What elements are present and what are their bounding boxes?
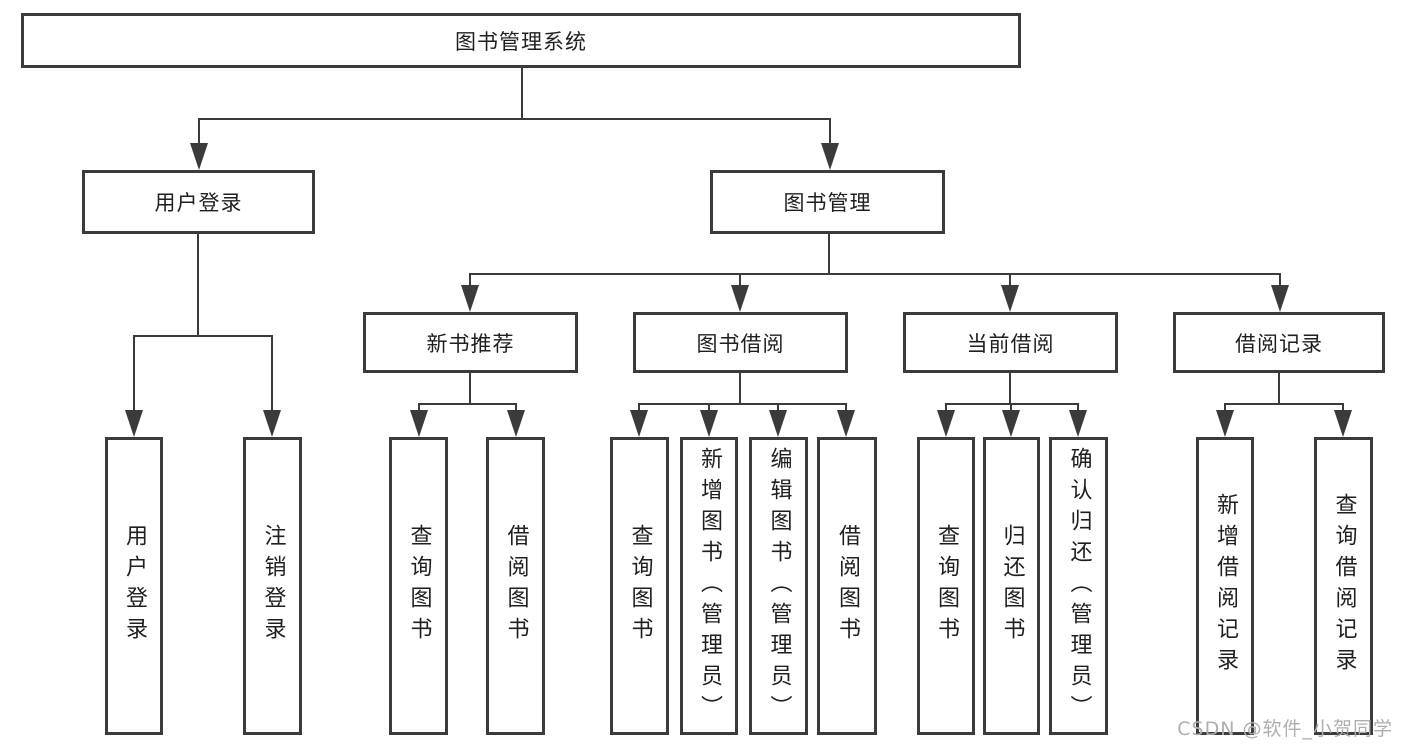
leaf-logout: 注销登录 xyxy=(243,437,302,735)
node-label: 注销登录 xyxy=(260,524,286,648)
node-user-login: 用户登录 xyxy=(82,170,315,234)
node-label: 查询借阅记录 xyxy=(1331,493,1357,679)
leaf-query-borrow-record: 查询借阅记录 xyxy=(1314,437,1373,735)
connector-line xyxy=(1010,403,1012,415)
node-label: 用户登录 xyxy=(122,524,147,648)
arrowhead-down-icon xyxy=(1002,410,1020,437)
arrowhead-down-icon xyxy=(1216,410,1234,437)
arrowhead-down-icon xyxy=(731,285,749,312)
connector-line xyxy=(469,273,471,291)
arrowhead-down-icon xyxy=(190,143,208,170)
arrowhead-down-icon xyxy=(1069,410,1087,437)
connector-line xyxy=(133,335,273,337)
node-label: 当前借阅 xyxy=(966,331,1055,356)
connector-line xyxy=(469,273,1281,275)
connector-line xyxy=(133,335,135,413)
node-label: 查询图书 xyxy=(934,524,959,648)
leaf-query-books-borrowing: 查询图书 xyxy=(610,437,669,735)
leaf-return-books: 归还图书 xyxy=(983,437,1040,735)
leaf-borrow-books: 借阅图书 xyxy=(817,437,877,735)
connector-line xyxy=(708,403,710,415)
leaf-borrow-books-recommend: 借阅图书 xyxy=(486,437,545,735)
leaf-confirm-return-admin: 确认归还（管理员） xyxy=(1049,437,1108,735)
node-label: 编辑图书（管理员） xyxy=(766,446,792,726)
connector-line xyxy=(829,118,831,150)
node-label: 查询图书 xyxy=(406,524,432,648)
node-label: 借阅图书 xyxy=(835,524,860,648)
arrowhead-down-icon xyxy=(769,410,787,437)
connector-line xyxy=(515,403,517,415)
connector-line xyxy=(1279,273,1281,291)
arrowhead-down-icon xyxy=(1271,285,1289,312)
connector-line xyxy=(271,335,273,413)
connector-line xyxy=(1009,373,1011,405)
node-label: 查询图书 xyxy=(627,524,653,648)
connector-line xyxy=(638,403,847,405)
connector-line xyxy=(198,118,200,150)
node-new-book-recommend: 新书推荐 xyxy=(363,312,578,373)
connector-line xyxy=(418,403,517,405)
leaf-query-books-recommend: 查询图书 xyxy=(389,437,448,735)
node-label: 确认归还（管理员） xyxy=(1066,446,1092,726)
connector-line xyxy=(777,403,779,415)
arrowhead-down-icon xyxy=(837,410,855,437)
node-book-management: 图书管理 xyxy=(710,170,945,234)
connector-line xyxy=(945,403,947,415)
node-label: 借阅图书 xyxy=(503,524,529,648)
connector-line xyxy=(828,234,830,275)
arrowhead-down-icon xyxy=(700,410,718,437)
connector-line xyxy=(945,403,1079,405)
arrowhead-down-icon xyxy=(263,410,281,437)
connector-line xyxy=(418,403,420,415)
node-label: 新增借阅记录 xyxy=(1213,493,1238,679)
node-label: 图书借阅 xyxy=(696,331,785,356)
arrowhead-down-icon xyxy=(1001,285,1019,312)
arrowhead-down-icon xyxy=(630,410,648,437)
node-label: 图书管理 xyxy=(783,191,872,215)
connector-line xyxy=(198,118,831,120)
node-book-borrowing: 图书借阅 xyxy=(633,312,848,373)
arrowhead-down-icon xyxy=(461,285,479,312)
leaf-add-borrow-record: 新增借阅记录 xyxy=(1196,437,1254,735)
leaf-query-books-current: 查询图书 xyxy=(917,437,975,735)
node-library-system: 图书管理系统 xyxy=(21,13,1021,68)
arrowhead-down-icon xyxy=(821,143,839,170)
connector-line xyxy=(521,66,523,119)
leaf-add-books-admin: 新增图书（管理员） xyxy=(680,437,738,735)
node-label: 新增图书（管理员） xyxy=(697,446,722,726)
node-label: 归还图书 xyxy=(999,524,1025,648)
csdn-watermark: CSDN @软件_小贺同学 xyxy=(1177,718,1393,740)
connector-line xyxy=(845,403,847,415)
node-current-borrowing: 当前借阅 xyxy=(903,312,1118,373)
connector-line xyxy=(1342,403,1344,415)
leaf-user-login: 用户登录 xyxy=(105,437,163,735)
arrowhead-down-icon xyxy=(1334,410,1352,437)
node-label: 新书推荐 xyxy=(426,331,515,356)
node-borrow-records: 借阅记录 xyxy=(1173,312,1385,373)
node-label: 用户登录 xyxy=(154,191,243,215)
arrowhead-down-icon xyxy=(937,410,955,437)
connector-line xyxy=(1224,403,1344,405)
arrowhead-down-icon xyxy=(507,410,525,437)
connector-line xyxy=(1009,273,1011,291)
connector-line xyxy=(197,234,199,337)
leaf-edit-books-admin: 编辑图书（管理员） xyxy=(749,437,808,735)
node-label: 借阅记录 xyxy=(1235,331,1323,356)
connector-line xyxy=(638,403,640,415)
connector-line xyxy=(739,373,741,405)
arrowhead-down-icon xyxy=(125,410,143,437)
connector-line xyxy=(1278,373,1280,405)
arrowhead-down-icon xyxy=(410,410,428,437)
node-label: 图书管理系统 xyxy=(455,29,587,54)
connector-line xyxy=(1077,403,1079,415)
connector-line xyxy=(469,373,471,405)
connector-line xyxy=(739,273,741,291)
connector-line xyxy=(1224,403,1226,415)
